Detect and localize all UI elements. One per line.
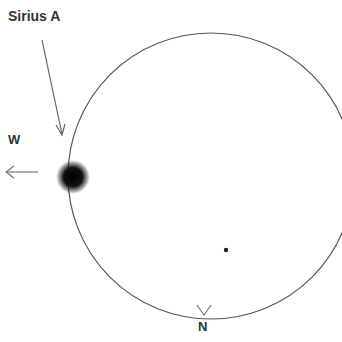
field-circle [68, 33, 342, 319]
sirius-a-leader [42, 40, 65, 135]
direction-label: W [8, 133, 20, 146]
west-arrow [6, 166, 38, 178]
direction-label: N [198, 320, 207, 333]
north-marker [197, 305, 211, 315]
sirius-a-star [56, 160, 90, 194]
star-label: Sirius A [8, 9, 60, 23]
sirius-b-dot [224, 248, 228, 252]
